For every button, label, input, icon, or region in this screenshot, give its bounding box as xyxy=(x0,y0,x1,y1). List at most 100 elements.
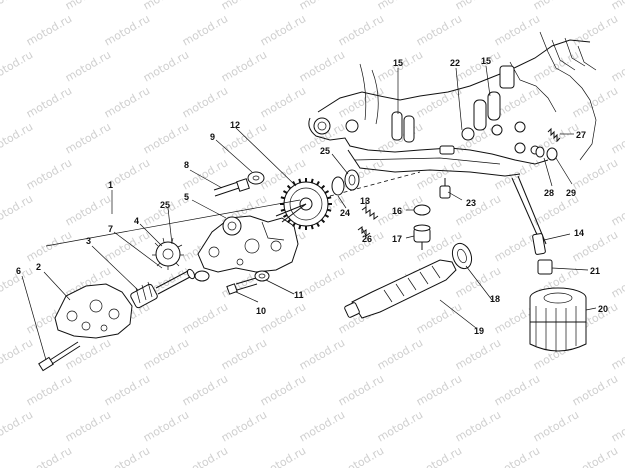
callout-3: 3 xyxy=(86,236,91,246)
gear-tooth xyxy=(280,208,286,212)
watermark-text: motod.ru xyxy=(141,336,191,372)
watermark-text: motod.ru xyxy=(531,0,581,13)
watermark-text: motod.ru xyxy=(63,192,113,228)
gear-tooth xyxy=(320,184,326,190)
callout-6: 6 xyxy=(16,266,21,276)
gear-tooth xyxy=(324,190,330,194)
oil-pump-housing xyxy=(197,215,299,273)
watermark-text: motod.ru xyxy=(609,192,625,228)
pump-shaft xyxy=(130,268,196,309)
callout-2: 2 xyxy=(36,262,41,272)
callout-16: 16 xyxy=(392,206,402,216)
watermark-text: motod.ru xyxy=(141,0,191,13)
watermark-text: motod.ru xyxy=(63,408,113,444)
watermark-text: motod.ru xyxy=(609,120,625,156)
leader-lines xyxy=(21,65,597,361)
watermark-text: motod.ru xyxy=(414,300,464,336)
gear-tooth xyxy=(324,214,330,218)
watermark-text: motod.ru xyxy=(219,120,269,156)
watermark-text: motod.ru xyxy=(453,192,503,228)
gear-tooth xyxy=(282,190,288,194)
watermark-text: motod.ru xyxy=(414,444,464,468)
pump-screw xyxy=(38,341,81,372)
watermark-text: motod.ru xyxy=(492,444,542,468)
gear-tooth xyxy=(326,196,332,200)
gear-tooth xyxy=(280,196,286,200)
gear-tooth xyxy=(320,218,326,224)
callout-9: 9 xyxy=(210,132,215,142)
small-drive-gear xyxy=(152,237,184,270)
watermark-text: motod.ru xyxy=(336,12,386,48)
watermark-text: motod.ru xyxy=(63,120,113,156)
gear-tooth xyxy=(298,224,302,230)
assembly-axis-line xyxy=(329,171,421,197)
watermark-text: motod.ru xyxy=(297,0,347,13)
watermark-text: motod.ru xyxy=(609,264,625,300)
watermark-text: motod.ru xyxy=(24,228,74,264)
watermark-text: motod.ru xyxy=(258,372,308,408)
callout-1: 1 xyxy=(108,180,113,190)
callout-13: 13 xyxy=(360,196,370,206)
callout-23: 23 xyxy=(466,198,476,208)
watermark-text: motod.ru xyxy=(24,84,74,120)
callout-29: 29 xyxy=(566,188,576,198)
watermark-text: motod.ru xyxy=(258,12,308,48)
watermark-text: motod.ru xyxy=(63,48,113,84)
callout-27: 27 xyxy=(576,130,586,140)
callout-19: 19 xyxy=(474,326,484,336)
watermark-text: motod.ru xyxy=(219,408,269,444)
callout-14: 14 xyxy=(574,228,584,238)
engine-crankcase xyxy=(308,31,597,177)
watermark-text: motod.ru xyxy=(24,12,74,48)
watermark-text: motod.ru xyxy=(0,192,35,228)
gear-tooth xyxy=(310,224,314,230)
watermark-text: motod.ru xyxy=(102,444,152,468)
watermark-text: motod.ru xyxy=(24,156,74,192)
watermark-text: motod.ru xyxy=(414,156,464,192)
watermark-text: motod.ru xyxy=(531,408,581,444)
callout-12: 12 xyxy=(230,120,240,130)
watermark-text: motod.ru xyxy=(375,408,425,444)
callout-26: 26 xyxy=(362,234,372,244)
watermark-text: motod.ru xyxy=(141,408,191,444)
watermark-text: motod.ru xyxy=(297,264,347,300)
watermark-text: motod.ru xyxy=(0,120,35,156)
oil-strainer xyxy=(344,259,457,319)
watermark-text: motod.ru xyxy=(453,336,503,372)
watermark-text: motod.ru xyxy=(297,48,347,84)
watermark-text: motod.ru xyxy=(609,336,625,372)
callout-5: 5 xyxy=(184,192,189,202)
watermark-text: motod.ru xyxy=(180,300,230,336)
watermark-text: motod.ru xyxy=(180,84,230,120)
plug-and-washers xyxy=(535,127,561,161)
gear-tooth xyxy=(298,178,302,184)
watermark-text: motod.ru xyxy=(24,372,74,408)
gear-tooth xyxy=(326,208,332,212)
watermark-text: motod.ru xyxy=(0,0,35,13)
watermark-text: motod.ru xyxy=(570,372,620,408)
watermark-text: motod.ru xyxy=(0,408,35,444)
watermark-text: motod.ru xyxy=(63,336,113,372)
callout-20: 20 xyxy=(598,304,608,314)
drain-plug xyxy=(439,178,451,199)
watermark-text: motod.ru xyxy=(0,48,35,84)
watermark-text: motod.ru xyxy=(375,0,425,13)
watermark-text: motod.ru xyxy=(336,372,386,408)
watermark-text: motod.ru xyxy=(570,156,620,192)
watermark-text: motod.ru xyxy=(180,372,230,408)
gear-tooth xyxy=(310,178,314,184)
watermark-text: motod.ru xyxy=(258,84,308,120)
strainer-seal xyxy=(451,242,473,270)
watermark-text: motod.ru xyxy=(375,336,425,372)
watermark-text: motod.ru xyxy=(219,48,269,84)
watermark-text: motod.ru xyxy=(453,408,503,444)
callout-17: 17 xyxy=(392,234,402,244)
watermark-text: motod.ru xyxy=(492,12,542,48)
housing-screw xyxy=(213,178,250,197)
watermark-text: motod.ru xyxy=(570,84,620,120)
callout-24: 24 xyxy=(340,208,350,218)
watermark-text: motod.ru xyxy=(609,408,625,444)
